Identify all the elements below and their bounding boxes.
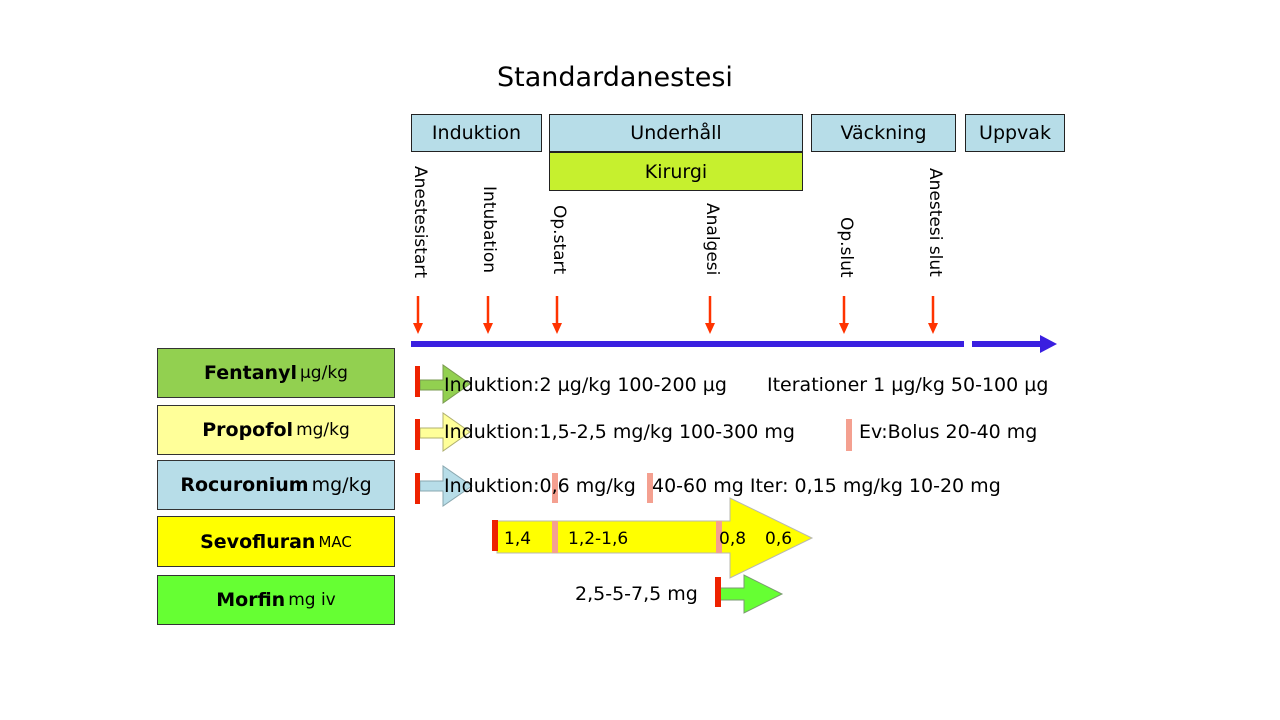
event-arrow-icon [552, 296, 562, 334]
event-label-intubation: Intubation [479, 186, 499, 274]
fentanyl-induction-text: Induktion:2 µg/kg 100-200 µg [444, 374, 727, 396]
sevofluran-value: 0,8 [719, 529, 747, 549]
rocuronium-bolus-icon [415, 465, 473, 507]
drug-unit: µg/kg [299, 363, 348, 383]
morfin-arrow-icon [715, 574, 784, 614]
sevofluran-arrow-icon [492, 497, 814, 579]
rocuronium-iter-marker-icon [647, 473, 653, 503]
fentanyl-iter-text: Iterationer 1 µg/kg 50-100 µg [767, 374, 1049, 396]
drug-unit: MAC [318, 532, 352, 551]
drug-name: Propofol [202, 419, 294, 441]
drug-name: Sevofluran [200, 530, 316, 553]
phase-vackning: Väckning [811, 114, 956, 152]
event-arrow-icon [413, 296, 423, 334]
event-label-anestesi-slut: Anestesi slut [925, 168, 945, 277]
propofol-bolus-text: Ev:Bolus 20-40 mg [859, 421, 1038, 443]
drug-unit: mg iv [288, 590, 336, 610]
event-arrow-icon [928, 296, 938, 334]
phase-uppvak: Uppvak [965, 114, 1065, 152]
rocuronium-iter-marker-icon [552, 473, 558, 503]
phase-induktion: Induktion [411, 114, 542, 152]
page-title: Standardanestesi [497, 62, 733, 93]
drug-unit: mg/kg [296, 420, 350, 440]
event-arrow-icon [483, 296, 493, 334]
timeline-arrow-icon [411, 335, 1057, 353]
event-arrow-icon [705, 296, 715, 334]
rocuronium-iter-text: 40-60 mg Iter: 0,15 mg/kg 10-20 mg [652, 475, 1001, 497]
fentanyl-bolus-icon [415, 364, 471, 404]
morfin-dose-text: 2,5-5-7,5 mg [575, 583, 698, 605]
drug-name: Rocuronium [180, 474, 309, 496]
event-label-opstart: Op.start [549, 205, 569, 275]
drug-unit: mg/kg [311, 474, 372, 496]
event-label-analgesi: Analgesi [702, 203, 722, 276]
propofol-bolus-icon [415, 412, 471, 452]
event-arrow-icon [839, 296, 849, 334]
sevofluran-value: 0,6 [765, 529, 793, 549]
event-label-opslut: Op.slut [836, 217, 856, 278]
phase-kirurgi: Kirurgi [549, 152, 803, 191]
drug-name: Morfin [216, 589, 286, 611]
drug-name: Fentanyl [204, 362, 297, 384]
propofol-bolus-marker-icon [846, 419, 852, 451]
sevofluran-value: 1,4 [504, 529, 532, 549]
event-label-anestesistart: Anestesistart [410, 166, 430, 279]
phase-underhall: Underhåll [549, 114, 803, 152]
event-arrows [413, 296, 938, 334]
rocuronium-induction-text: Induktion:0,6 mg/kg [444, 475, 636, 497]
propofol-induction-text: Induktion:1,5-2,5 mg/kg 100-300 mg [444, 421, 795, 443]
sevofluran-value: 1,2-1,6 [568, 529, 629, 549]
